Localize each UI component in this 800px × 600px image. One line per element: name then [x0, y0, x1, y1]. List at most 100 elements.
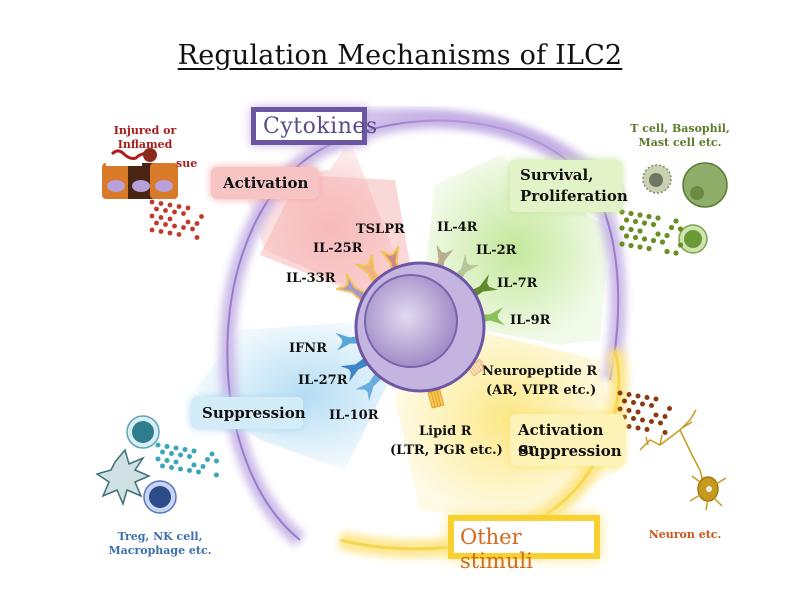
receptor-label-il33r: IL-33R — [286, 271, 336, 286]
cytokine-dot — [673, 218, 679, 224]
cytokine-dot — [664, 248, 670, 255]
cytokine-dot — [637, 212, 643, 218]
cytokine-dot — [619, 241, 625, 247]
survival-effect-box: Survival, Proliferation — [510, 160, 628, 212]
cytokine-dot — [185, 219, 191, 225]
cytokine-dot — [173, 445, 179, 451]
cytokine-dot — [637, 228, 643, 234]
cytokine-dot — [655, 215, 661, 221]
suppression-effect-box: Suppression — [191, 397, 306, 429]
cytokine-dot — [668, 224, 675, 231]
cytokine-dot — [191, 462, 197, 468]
cytokine-dot — [160, 449, 165, 455]
cytokine-dot — [160, 463, 165, 469]
cytokines-ring-line — [226, 119, 620, 541]
cytokine-dot — [154, 206, 159, 212]
cytokine-dot — [194, 221, 200, 226]
cytokine-dot — [209, 451, 215, 457]
cytokine-dot — [649, 419, 654, 424]
cytokine-dot — [182, 447, 188, 452]
treg-source-line-2: Macrophage etc. — [108, 544, 212, 557]
cytokine-dot — [149, 213, 155, 219]
cytokine-dot — [623, 233, 630, 239]
cytokine-dot — [187, 468, 192, 473]
cytokine-dot — [172, 223, 177, 229]
receptor-label-il4r: IL-4R — [437, 220, 478, 235]
cytokine-dot — [650, 221, 657, 228]
cytokine-dot — [617, 406, 623, 412]
receptor-label-il7r: IL-7R — [497, 276, 538, 291]
cytokine-dot — [646, 245, 652, 252]
cytokine-dot — [632, 234, 639, 241]
cytokine-dot — [169, 451, 174, 456]
red-dots-cytokines — [149, 199, 204, 240]
cytokine-dot — [626, 424, 632, 429]
epithelial-tissue-illustration — [102, 148, 178, 199]
cytokine-dot — [199, 214, 204, 219]
cytokine-dot — [631, 400, 636, 405]
blue-dots-cytokines — [155, 442, 219, 478]
neuron-illustration — [639, 409, 727, 511]
cytokine-dot — [635, 409, 641, 415]
receptor-label-il27r: IL-27R — [298, 373, 348, 388]
cytokine-dot — [673, 250, 679, 256]
cytokine-dot — [626, 408, 632, 413]
cytokine-dot — [178, 466, 183, 472]
cytokine-dot — [646, 213, 652, 220]
activation-effect-box: Activation — [211, 167, 319, 199]
cytokine-dot — [626, 392, 632, 397]
page-title: Regulation Mechanisms of ILC2 — [177, 40, 623, 71]
cytokine-dot — [635, 425, 641, 431]
cytokine-dot — [653, 396, 659, 402]
cytokine-dot — [149, 199, 155, 205]
cytokine-dot — [167, 230, 173, 236]
cytokine-dot — [176, 232, 182, 237]
treg-source-line-1: Treg, NK cell, — [117, 530, 203, 543]
cytokine-dot — [659, 239, 666, 245]
cytokine-dot — [155, 442, 161, 448]
tcell-source-label: T cell, Basophil, Mast cell etc. — [620, 122, 740, 150]
other-stimuli-label-box: Other stimuli — [448, 515, 600, 573]
cytokine-dot — [214, 472, 219, 478]
receptor-label-neuropeptide-examples: (AR, VIPR etc.) — [486, 383, 597, 398]
ilc2-nucleus — [364, 274, 458, 368]
cytokine-dot — [658, 420, 663, 426]
cytokine-dot — [158, 229, 164, 234]
cytokine-dot — [619, 209, 625, 215]
cytokine-dot — [154, 220, 159, 226]
cytokine-dot — [644, 427, 650, 432]
tcell-basophil-mastcell-illustration — [642, 162, 728, 254]
cytokine-dot — [178, 452, 183, 458]
cytokine-dot — [176, 204, 182, 209]
act-or-sup-effect-box: Activation or Suppression — [510, 414, 624, 466]
tcell-source-line-1: T cell, Basophil, — [630, 122, 730, 135]
cytokine-dot — [628, 210, 634, 217]
proliferation-effect-label: Proliferation — [520, 187, 628, 205]
other-stimuli-ring-line — [339, 349, 621, 551]
cytokine-dot — [194, 235, 200, 240]
cytokine-dot — [677, 242, 684, 248]
cytokine-dot — [167, 216, 173, 222]
cytokine-dot — [655, 231, 661, 237]
cytokine-dot — [641, 236, 648, 242]
act-or-sup-label-2: Suppression — [518, 442, 622, 460]
tissue-source-line-1: Injured or — [113, 124, 177, 137]
cytokine-dot — [644, 395, 650, 400]
cytokine-dot — [149, 227, 155, 233]
receptor-label-il2r: IL-2R — [476, 243, 517, 258]
cytokine-dot — [623, 217, 630, 223]
activation-effect-label: Activation — [223, 174, 309, 192]
receptor-label-il9r: IL-9R — [510, 313, 551, 328]
cytokine-dot — [196, 469, 201, 475]
cytokine-dot — [617, 390, 623, 396]
cytokine-dot — [172, 209, 177, 215]
cytokine-dot — [187, 454, 192, 459]
cytokine-dot — [167, 202, 173, 208]
receptor-lipid — [427, 388, 445, 409]
cytokine-dot — [181, 211, 186, 216]
receptor-label-il10r: IL-10R — [329, 408, 379, 423]
cytokines-label-box: Cytokines — [251, 107, 377, 145]
green-dots-cytokines — [619, 209, 684, 256]
